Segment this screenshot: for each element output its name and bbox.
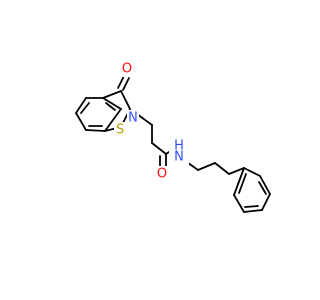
bond — [233, 194, 245, 213]
hydrogen-amide-label: H — [174, 139, 184, 154]
bond — [85, 129, 106, 132]
bond — [259, 175, 271, 195]
bond — [104, 108, 122, 132]
bond — [243, 167, 261, 177]
bond — [238, 173, 247, 194]
molecule-structure: O N S O H N — [75, 61, 271, 213]
bond — [233, 167, 245, 196]
bond — [136, 113, 153, 126]
label-mask — [169, 138, 189, 170]
atom-label-layer: O N S O H N — [114, 61, 189, 182]
bond — [261, 193, 271, 211]
bond — [102, 90, 122, 99]
bond — [117, 75, 125, 89]
bond — [122, 77, 130, 91]
label-mask — [127, 110, 139, 126]
structure-canvas: O N S O H N — [75, 61, 271, 213]
nitrogen-ring-label: N — [128, 111, 138, 126]
label-mask — [120, 61, 134, 77]
label-mask — [155, 166, 169, 182]
bond — [75, 97, 87, 114]
bond — [151, 142, 167, 155]
bond — [197, 162, 216, 171]
bond — [120, 90, 131, 110]
bond — [214, 162, 230, 175]
sulfur-ring-label: S — [116, 123, 124, 138]
bond — [80, 102, 90, 114]
label-mask — [114, 122, 126, 138]
oxygen-keto-label: O — [122, 62, 132, 77]
bond — [75, 112, 87, 131]
bond — [243, 209, 263, 213]
bond — [228, 167, 245, 175]
bond — [244, 205, 259, 208]
nitrogen-amide-label: N — [174, 150, 184, 165]
bond — [105, 102, 116, 111]
bond — [258, 181, 267, 195]
oxygen-amide-label: O — [157, 167, 167, 182]
bond — [102, 97, 122, 110]
